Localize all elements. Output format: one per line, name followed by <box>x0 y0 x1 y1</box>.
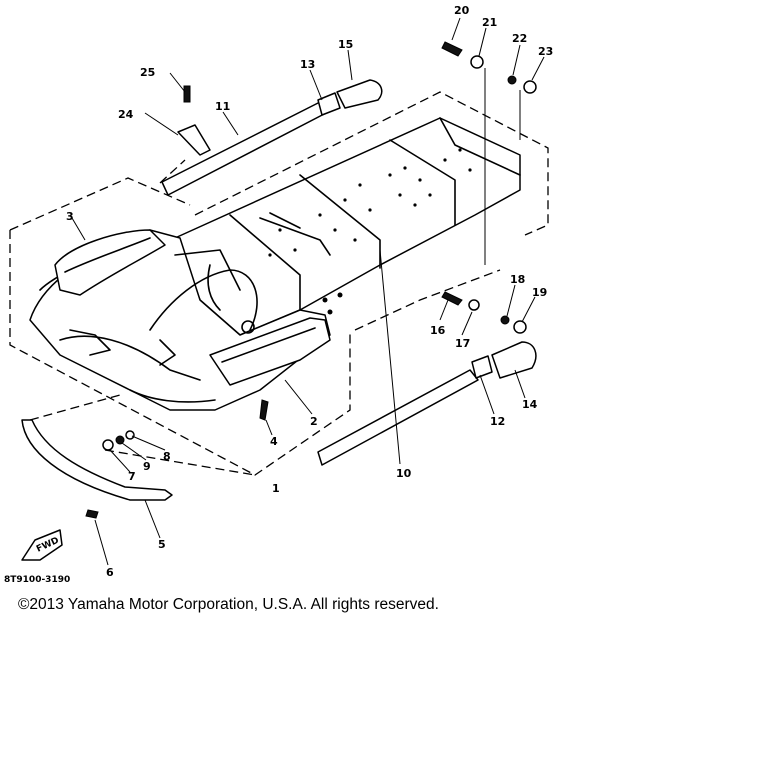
part-24-bracket <box>177 124 211 156</box>
part-5-bumper <box>21 419 173 501</box>
callout-10: 10 <box>396 467 412 480</box>
callout-5: 5 <box>158 538 166 551</box>
callout-2: 2 <box>310 415 318 428</box>
callout-16: 16 <box>430 324 446 337</box>
part-3-hood <box>54 229 166 296</box>
part-13-emblem <box>317 92 341 116</box>
copyright-notice: ©2013 Yamaha Motor Corporation, U.S.A. A… <box>18 596 439 613</box>
drawing-code: 8T9100-3190 <box>4 575 70 585</box>
part-14-cap <box>491 341 537 379</box>
leader-lines <box>71 17 545 566</box>
part-25-bolt <box>183 85 191 103</box>
callout-11: 11 <box>215 100 230 113</box>
callout-8: 8 <box>163 450 171 463</box>
callout-7: 7 <box>128 470 136 483</box>
callout-15: 15 <box>338 38 353 51</box>
part-10-rail <box>317 369 479 466</box>
assembly-outline <box>9 91 549 476</box>
tunnel-frame <box>174 117 521 336</box>
callout-18: 18 <box>510 273 525 286</box>
callout-9: 9 <box>143 460 151 473</box>
callout-labels: 1 2 3 4 5 6 7 8 9 10 11 12 13 14 15 16 1… <box>4 4 553 585</box>
callout-17: 17 <box>455 337 470 350</box>
callout-23: 23 <box>538 45 553 58</box>
callout-20: 20 <box>454 4 470 17</box>
part-12-emblem <box>471 355 493 379</box>
callout-25: 25 <box>140 66 155 79</box>
hardware-lower <box>441 291 527 334</box>
hardware-front <box>85 399 269 519</box>
callout-19: 19 <box>532 286 547 299</box>
callout-22: 22 <box>512 32 527 45</box>
callout-24: 24 <box>118 108 134 121</box>
callout-6: 6 <box>106 566 114 579</box>
callout-4: 4 <box>270 435 278 448</box>
callout-3: 3 <box>66 210 74 223</box>
part-2-side-cover <box>209 317 331 386</box>
callout-13: 13 <box>300 58 315 71</box>
rivet-holes <box>268 148 472 315</box>
callout-12: 12 <box>490 415 505 428</box>
callout-1: 1 <box>272 482 280 495</box>
hardware-top <box>441 41 537 94</box>
callout-21: 21 <box>482 16 497 29</box>
callout-14: 14 <box>522 398 538 411</box>
part-15-cap <box>336 79 383 109</box>
fwd-arrow-icon: FWD <box>21 529 63 561</box>
